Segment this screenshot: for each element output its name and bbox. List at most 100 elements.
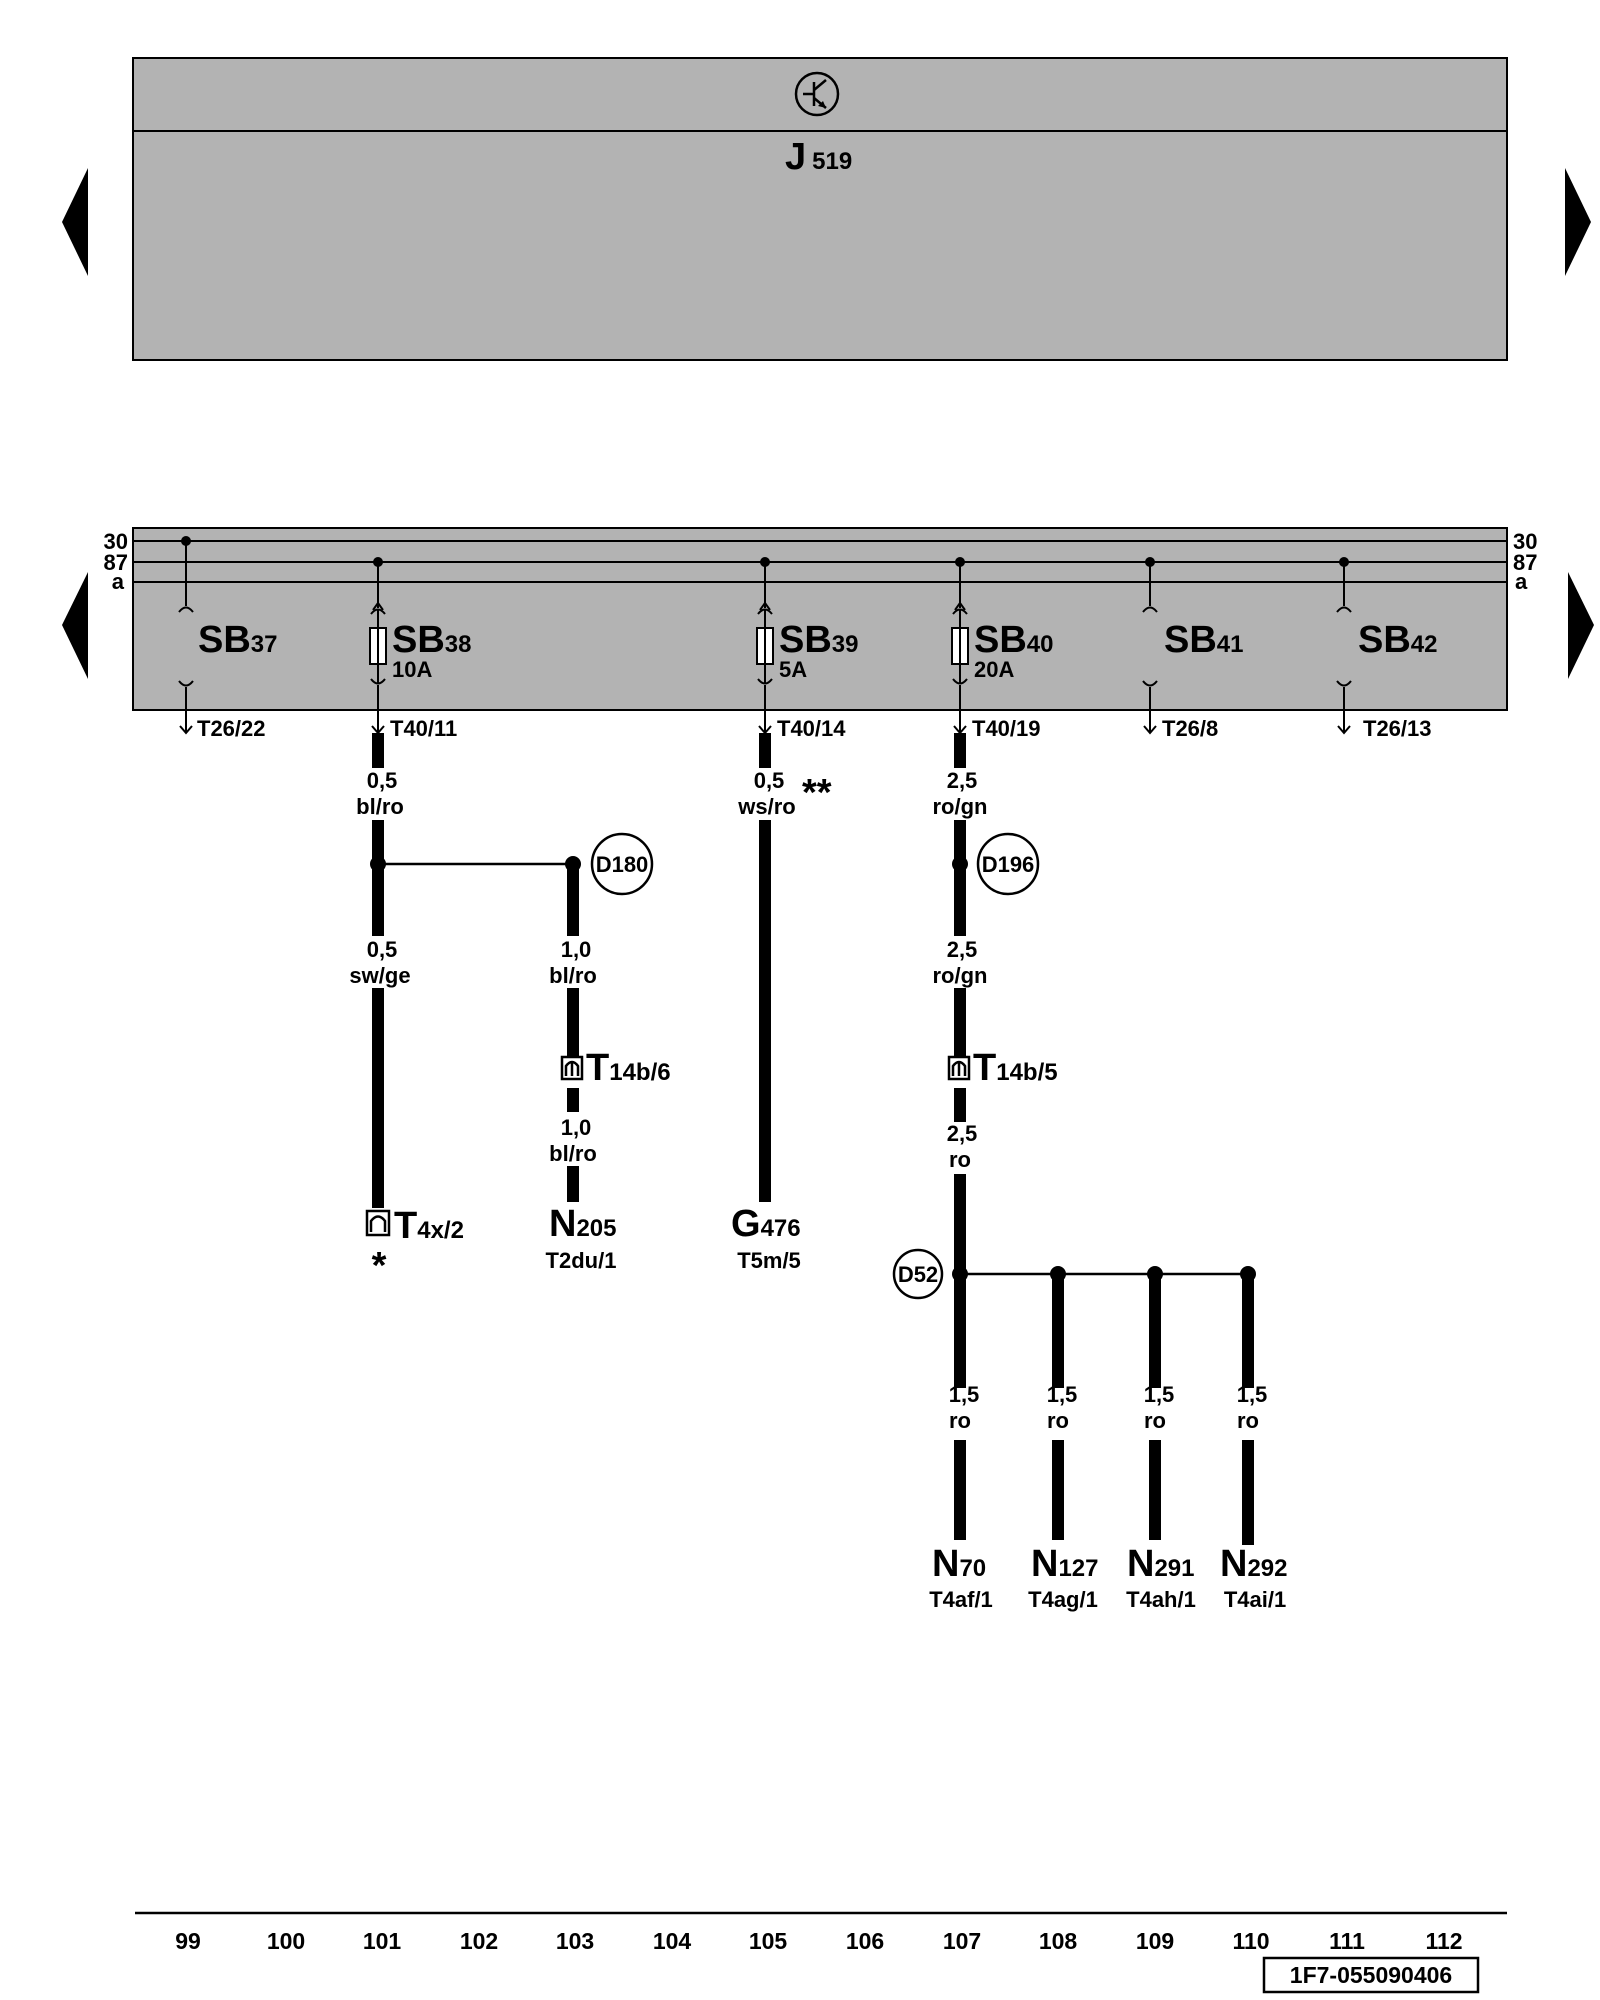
component-label: N127 [1031, 1543, 1099, 1585]
column-number: 100 [267, 1928, 305, 1954]
wire-size: 2,5 [947, 768, 978, 793]
component-connector: T4af/1 [929, 1587, 993, 1612]
component-label: N291 [1127, 1543, 1195, 1585]
arrow-right-icon[interactable] [1568, 572, 1594, 679]
wire-size: 1,5 [949, 1382, 980, 1407]
connector-icon [560, 1055, 584, 1081]
junction-d180: D180 [590, 832, 654, 896]
fuse-label: SB41 [1164, 619, 1244, 661]
fuse-label: SB39 [779, 619, 859, 661]
fuse-sb40 [951, 557, 969, 735]
wire-color: ro [1144, 1408, 1166, 1433]
svg-text:D52: D52 [898, 1262, 938, 1287]
rail-label: 87 [104, 550, 128, 575]
wire-labels: 0,5 bl/ro 0,5 sw/ge 1,0 bl/ro 1,0 bl/ro … [349, 768, 1267, 1433]
column-number: 111 [1329, 1928, 1365, 1954]
wire-color: ro [949, 1408, 971, 1433]
rail-label: a [112, 569, 125, 594]
fuse-sb42 [1336, 557, 1352, 735]
diagram-id-box [1262, 1956, 1480, 1994]
rail-label: 87 [1513, 550, 1537, 575]
column-number: 108 [1039, 1928, 1078, 1954]
component-label: N205 [549, 1203, 617, 1245]
components: N205 T2du/1 G476 T5m/5 N70 T4af/1 N127 T… [546, 1203, 1288, 1612]
junction-d52: D52 [892, 1248, 944, 1300]
wire-color: ro [1047, 1408, 1069, 1433]
wire-color: bl/ro [356, 794, 404, 819]
fuse-rating: 20A [974, 657, 1014, 682]
column-number: 101 [363, 1928, 402, 1954]
rail-label: 30 [1513, 529, 1537, 554]
wire-color: ro/gn [933, 963, 988, 988]
terminal-label: T40/14 [777, 716, 846, 741]
column-number: 106 [846, 1928, 884, 1954]
wire-size: 1,0 [561, 937, 592, 962]
component-label: N292 [1220, 1543, 1288, 1585]
column-numbers: 99 100 101 102 103 104 105 106 107 108 1… [175, 1928, 1462, 1954]
wire-size: 0,5 [754, 768, 785, 793]
component-connector: T2du/1 [546, 1248, 617, 1273]
column-number: 107 [943, 1928, 981, 1954]
terminal-label: T26/8 [1162, 716, 1218, 741]
rail-label: 30 [104, 529, 128, 554]
fuse-label: SB40 [974, 619, 1054, 661]
fuse-box [132, 527, 1508, 711]
wire-color: bl/ro [549, 1141, 597, 1166]
junction-dots [370, 856, 1256, 1282]
fuse-rating: 5A [779, 657, 807, 682]
wire-color: ws/ro [737, 794, 795, 819]
component-connector: T5m/5 [737, 1248, 801, 1273]
wire-segments [372, 733, 1254, 1545]
component-connector: T4ag/1 [1028, 1587, 1098, 1612]
column-number: 99 [175, 1928, 201, 1954]
fuse-sb37 [178, 536, 194, 735]
wire-color: ro [949, 1147, 971, 1172]
wire-size: 1,0 [561, 1115, 592, 1140]
terminal-label: T40/11 [390, 716, 457, 741]
svg-text:D196: D196 [982, 852, 1035, 877]
connector-label: T14b/6 [586, 1047, 671, 1089]
arrow-right-icon[interactable] [1565, 168, 1591, 276]
control-unit-transistor-icon [794, 71, 840, 117]
connector-icon [365, 1209, 391, 1237]
wire-size: 2,5 [947, 937, 978, 962]
terminal-label: T26/13 [1363, 716, 1432, 741]
diagram-id: 1F7-055090406 [1290, 1962, 1452, 1988]
wire-size: 1,5 [1047, 1382, 1078, 1407]
column-number: 105 [749, 1928, 788, 1954]
wire-color: bl/ro [549, 963, 597, 988]
wire-size: 2,5 [947, 1121, 978, 1146]
fuse-label: SB42 [1358, 619, 1438, 661]
connector-label: T14b/5 [973, 1047, 1058, 1089]
wire-color: sw/ge [349, 963, 410, 988]
wire-size: 1,5 [1144, 1382, 1175, 1407]
fuse-sb39 [756, 557, 774, 735]
connector-label: T4x/2 [394, 1205, 464, 1247]
column-number: 102 [460, 1928, 498, 1954]
wire-size: 0,5 [367, 937, 398, 962]
component-label: G476 [731, 1203, 801, 1245]
column-number: 110 [1232, 1928, 1269, 1954]
wire-color: ro [1237, 1408, 1259, 1433]
arrow-left-icon[interactable] [62, 572, 88, 679]
column-number: 103 [556, 1928, 594, 1954]
column-number: 104 [653, 1928, 692, 1954]
note-double-asterisk: ** [802, 772, 832, 814]
connector-icon [947, 1055, 971, 1081]
fuse-sb38 [369, 557, 387, 735]
control-unit-box [132, 57, 1508, 361]
column-number: 112 [1425, 1928, 1462, 1954]
column-number: 109 [1136, 1928, 1174, 1954]
rail-label: a [1515, 569, 1528, 594]
component-connector: T4ah/1 [1126, 1587, 1196, 1612]
arrow-left-icon[interactable] [62, 168, 88, 276]
wire-size: 0,5 [367, 768, 398, 793]
fuse-sb41 [1142, 557, 1158, 735]
note-single-asterisk: * [372, 1245, 387, 1287]
svg-text:D180: D180 [596, 852, 649, 877]
fuse-label: SB38 [392, 619, 472, 661]
junction-d196: D196 [976, 832, 1040, 896]
fuse-label: SB37 [198, 619, 278, 661]
